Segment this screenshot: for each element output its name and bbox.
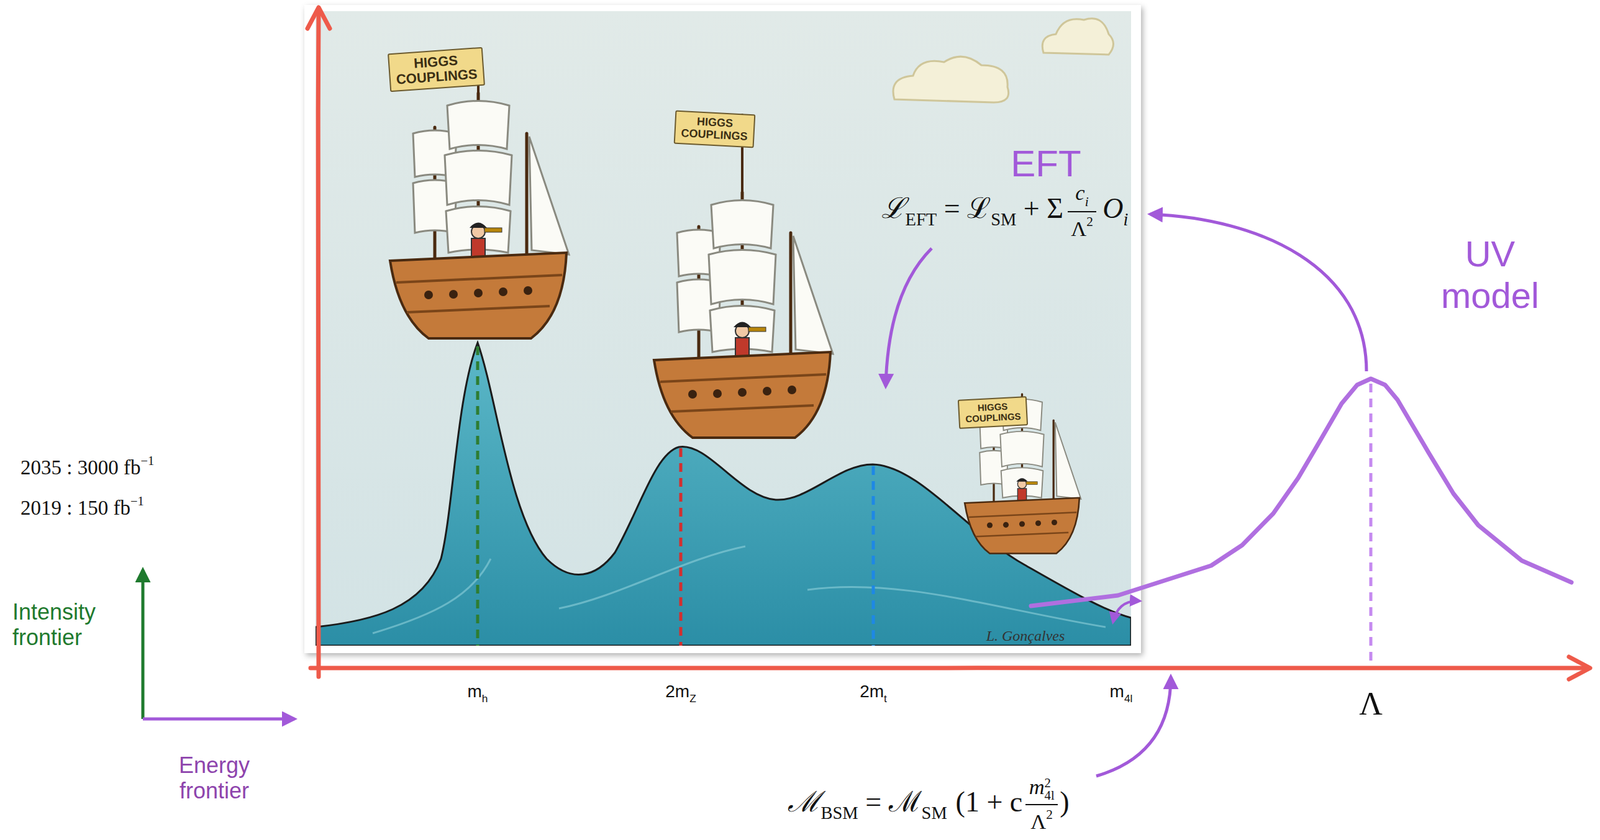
label-text: Λ <box>1030 809 1046 834</box>
subscript: i <box>1123 209 1129 230</box>
label-text: m <box>1109 681 1125 702</box>
label-text: = ℒ <box>944 192 991 225</box>
flag-banner: HIGGS COUPLINGS <box>673 110 756 148</box>
label-text: m <box>1029 775 1045 799</box>
label-text: (1 + c <box>955 786 1023 819</box>
label-text: ) <box>1059 786 1069 819</box>
label-text: 2035 : 3000 fb <box>20 456 141 479</box>
uv-model-label: UV model <box>1427 233 1553 317</box>
subscript: h <box>481 692 489 705</box>
label-text: EFT <box>1010 142 1081 185</box>
label-text: L. Gonçalves <box>986 627 1066 645</box>
flag-banner: HIGGS COUPLINGS <box>387 47 486 93</box>
eft-formula: ℒEFT= ℒSM+ ΣciΛ2Oi <box>881 180 1128 242</box>
numerator: ci <box>1072 180 1092 212</box>
flag-text: HIGGS COUPLINGS <box>394 51 478 87</box>
superscript: −1 <box>130 494 145 509</box>
subscript: SM <box>990 209 1017 230</box>
axis-tick-mh: mh <box>467 681 489 706</box>
label-text: 4l <box>1044 789 1055 803</box>
flag-text: HIGGS COUPLINGS <box>680 114 749 143</box>
label-text: 2m <box>665 681 690 702</box>
label-text: Intensity frontier <box>12 599 96 651</box>
subscript: i <box>1085 194 1089 210</box>
label-text: + Σ <box>1023 192 1064 225</box>
bsm-formula: ℳBSM= ℳSM(1 + cm24lΛ2) <box>787 775 1069 835</box>
subscript: SM <box>921 803 948 823</box>
energy-frontier: Energy frontier <box>164 752 264 805</box>
superscript: −1 <box>140 454 155 468</box>
axis-tick-2mz: 2mZ <box>665 681 697 706</box>
flag-banner: HIGGS COUPLINGS <box>957 396 1028 430</box>
axis-tick-m4l: m4l <box>1109 681 1133 706</box>
subscript: Z <box>689 692 697 705</box>
label-text: O <box>1102 192 1123 225</box>
intensity-frontier: Intensity frontier <box>12 599 112 651</box>
label-text: Λ <box>1070 216 1087 241</box>
numerator: m24l <box>1025 775 1058 805</box>
luminosity-2019: 2019 : 150 fb−1 <box>20 494 145 521</box>
luminosity-2035: 2035 : 3000 fb−1 <box>20 454 155 481</box>
subscript: t <box>883 692 887 705</box>
fraction: m24lΛ2 <box>1025 775 1058 835</box>
label-text: ℒ <box>881 192 905 225</box>
subscript: 4l <box>1124 692 1133 705</box>
eft-title: EFT <box>1010 142 1081 186</box>
label-text: = ℳ <box>865 786 922 819</box>
subscript: EFT <box>904 209 937 230</box>
axis-tick-2mt: 2mt <box>859 681 887 706</box>
index-stack: 24l <box>1044 777 1055 803</box>
label-text: 2m <box>859 681 884 702</box>
subscript: BSM <box>820 803 858 823</box>
label-text: 2 <box>1044 777 1055 791</box>
superscript: 2 <box>1086 214 1094 230</box>
label-text: ℳ <box>787 786 821 819</box>
label-text: c <box>1075 180 1085 205</box>
label-text: Energy frontier <box>178 752 250 804</box>
denominator: Λ2 <box>1067 211 1097 242</box>
denominator: Λ2 <box>1025 804 1058 835</box>
superscript: 2 <box>1045 807 1053 823</box>
fraction: ciΛ2 <box>1067 180 1097 242</box>
artist-signature: L. Gonçalves <box>986 627 1066 646</box>
label-text: m <box>467 681 482 702</box>
label-text: 2019 : 150 fb <box>20 496 131 520</box>
label-text: Λ <box>1359 686 1383 722</box>
axis-tick-lambda: Λ <box>1359 685 1383 723</box>
label-text: UV model <box>1440 233 1540 316</box>
flag-text: HIGGS COUPLINGS <box>964 400 1022 425</box>
